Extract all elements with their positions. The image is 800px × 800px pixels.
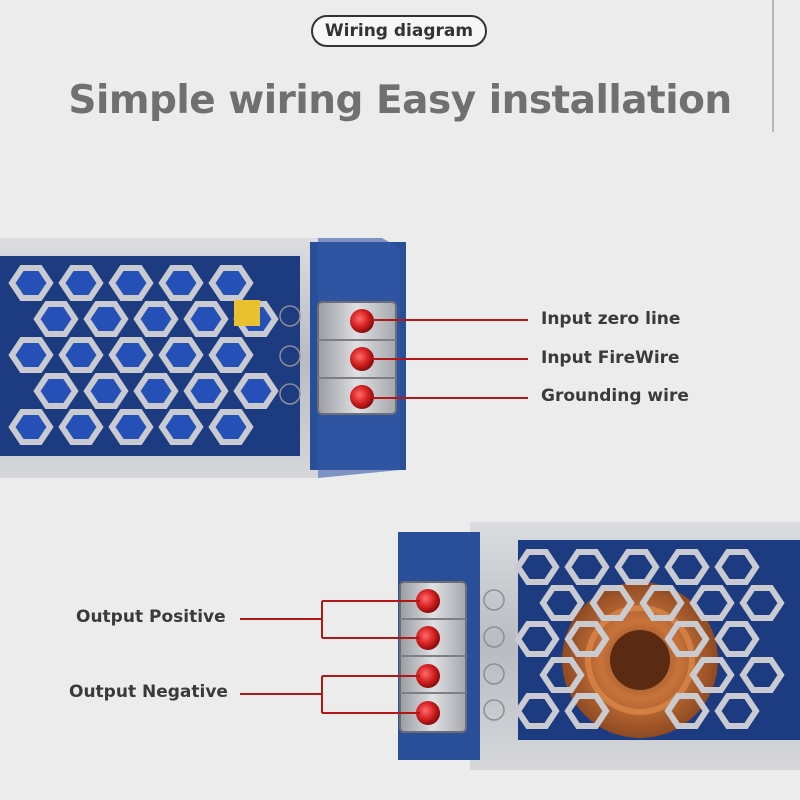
lower-screw-2: [416, 626, 440, 650]
headline: Simple wiring Easy installation: [68, 78, 732, 123]
label-output-negative: Output Negative: [69, 682, 228, 702]
callout-bracket-output-positive: [240, 600, 420, 639]
label-output-positive: Output Positive: [76, 607, 226, 627]
lower-screw-4: [416, 701, 440, 725]
divider-line: [772, 0, 774, 132]
upper-screw-3: [350, 385, 374, 409]
upper-hex-mesh: [8, 265, 279, 445]
wiring-diagram-badge: Wiring diagram: [311, 15, 487, 47]
label-grounding-wire: Grounding wire: [541, 386, 689, 406]
lower-screw-1: [416, 589, 440, 613]
upper-capacitor: [234, 300, 260, 326]
lower-power-supply: [398, 522, 800, 770]
lower-screw-3: [416, 664, 440, 688]
label-input-firewire: Input FireWire: [541, 348, 680, 368]
upper-power-supply: [0, 238, 406, 478]
upper-screw-2: [350, 347, 374, 371]
upper-screw-1: [350, 309, 374, 333]
callout-bracket-output-negative: [240, 675, 420, 714]
label-input-zero-line: Input zero line: [541, 309, 681, 329]
lower-hex-mesh: [514, 549, 785, 729]
